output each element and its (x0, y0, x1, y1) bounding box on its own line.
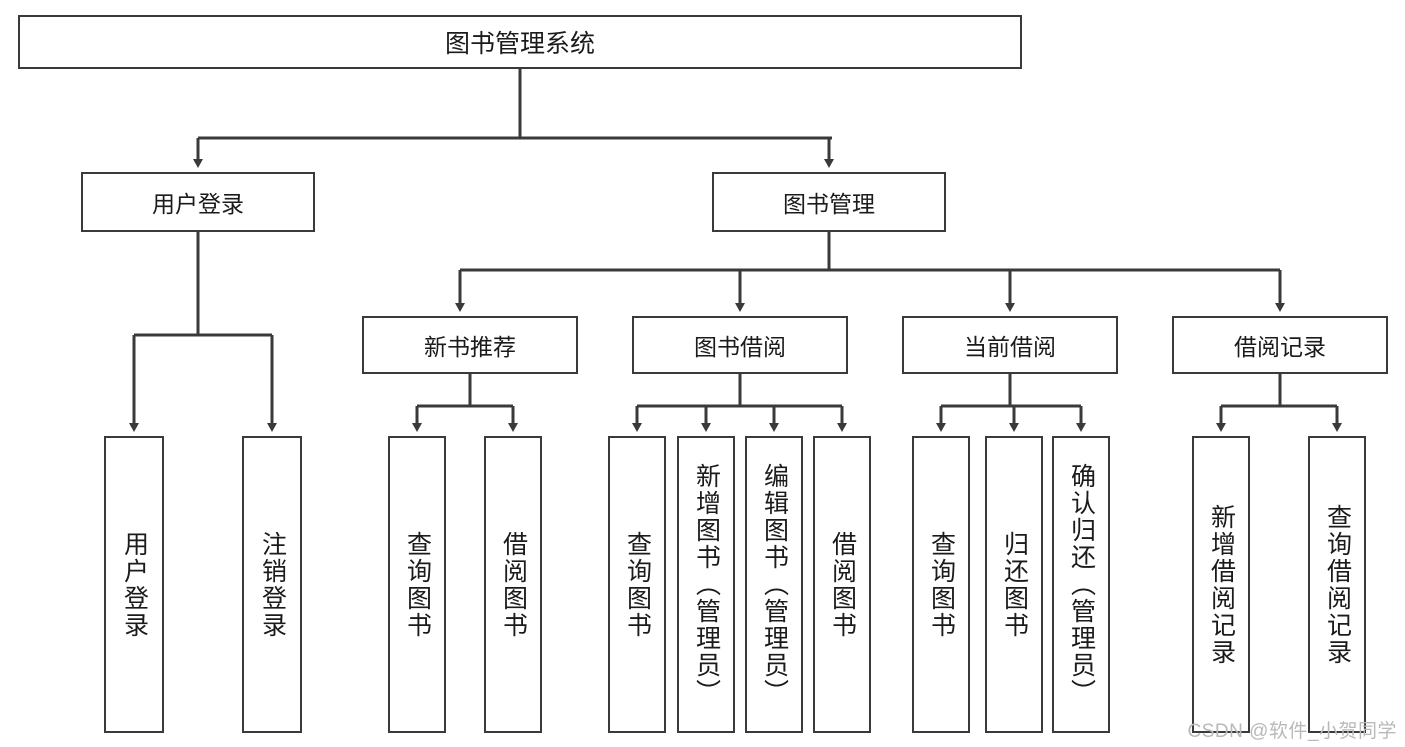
node-leaf-add-record[interactable]: 新增借阅记录 (1192, 436, 1250, 733)
node-leaf-query-book-3[interactable]: 查询图书 (912, 436, 970, 733)
node-leaf-edit-book-admin[interactable]: 编辑图书（管理员） (745, 436, 803, 733)
node-leaf-borrow-book-1-label: 借阅图书 (499, 530, 528, 639)
node-borrow-record[interactable]: 借阅记录 (1172, 316, 1388, 374)
node-current-borrow-label: 当前借阅 (964, 334, 1056, 360)
node-leaf-add-book-admin-label: 新增图书（管理员） (692, 463, 721, 706)
node-leaf-edit-book-admin-label: 编辑图书（管理员） (760, 463, 789, 706)
node-user-login[interactable]: 用户登录 (81, 172, 315, 232)
node-leaf-confirm-return-admin[interactable]: 确认归还（管理员） (1052, 436, 1110, 733)
node-leaf-query-book-2[interactable]: 查询图书 (608, 436, 666, 733)
node-borrow-record-label: 借阅记录 (1234, 334, 1326, 360)
node-root[interactable]: 图书管理系统 (18, 15, 1022, 69)
node-leaf-confirm-return-admin-label: 确认归还（管理员） (1067, 463, 1096, 706)
csdn-watermark: CSDN @软件_小贺同学 (1187, 721, 1397, 742)
node-current-borrow[interactable]: 当前借阅 (902, 316, 1118, 374)
node-leaf-borrow-book-2-label: 借阅图书 (828, 530, 857, 639)
node-leaf-user-login[interactable]: 用户登录 (104, 436, 164, 733)
node-book-manage[interactable]: 图书管理 (712, 172, 946, 232)
node-leaf-user-logout[interactable]: 注销登录 (242, 436, 302, 733)
node-leaf-return-book-label: 归还图书 (1000, 530, 1029, 639)
node-leaf-query-book-1-label: 查询图书 (403, 530, 432, 639)
node-root-label: 图书管理系统 (444, 30, 595, 58)
node-new-book-rec[interactable]: 新书推荐 (362, 316, 578, 374)
node-leaf-add-record-label: 新增借阅记录 (1207, 503, 1236, 666)
node-leaf-query-book-3-label: 查询图书 (927, 530, 956, 639)
node-user-login-label: 用户登录 (152, 191, 244, 217)
node-leaf-query-book-2-label: 查询图书 (623, 530, 652, 639)
node-leaf-query-book-1[interactable]: 查询图书 (388, 436, 446, 733)
node-book-borrow[interactable]: 图书借阅 (632, 316, 848, 374)
node-new-book-rec-label: 新书推荐 (424, 334, 516, 360)
node-leaf-query-record[interactable]: 查询借阅记录 (1308, 436, 1366, 733)
node-leaf-user-login-label: 用户登录 (120, 530, 149, 639)
node-leaf-borrow-book-2[interactable]: 借阅图书 (813, 436, 871, 733)
node-book-borrow-label: 图书借阅 (694, 334, 786, 360)
node-leaf-borrow-book-1[interactable]: 借阅图书 (484, 436, 542, 733)
node-leaf-user-logout-label: 注销登录 (258, 530, 287, 639)
node-leaf-return-book[interactable]: 归还图书 (985, 436, 1043, 733)
node-leaf-query-record-label: 查询借阅记录 (1323, 503, 1352, 666)
node-leaf-add-book-admin[interactable]: 新增图书（管理员） (677, 436, 735, 733)
node-book-manage-label: 图书管理 (783, 191, 875, 217)
